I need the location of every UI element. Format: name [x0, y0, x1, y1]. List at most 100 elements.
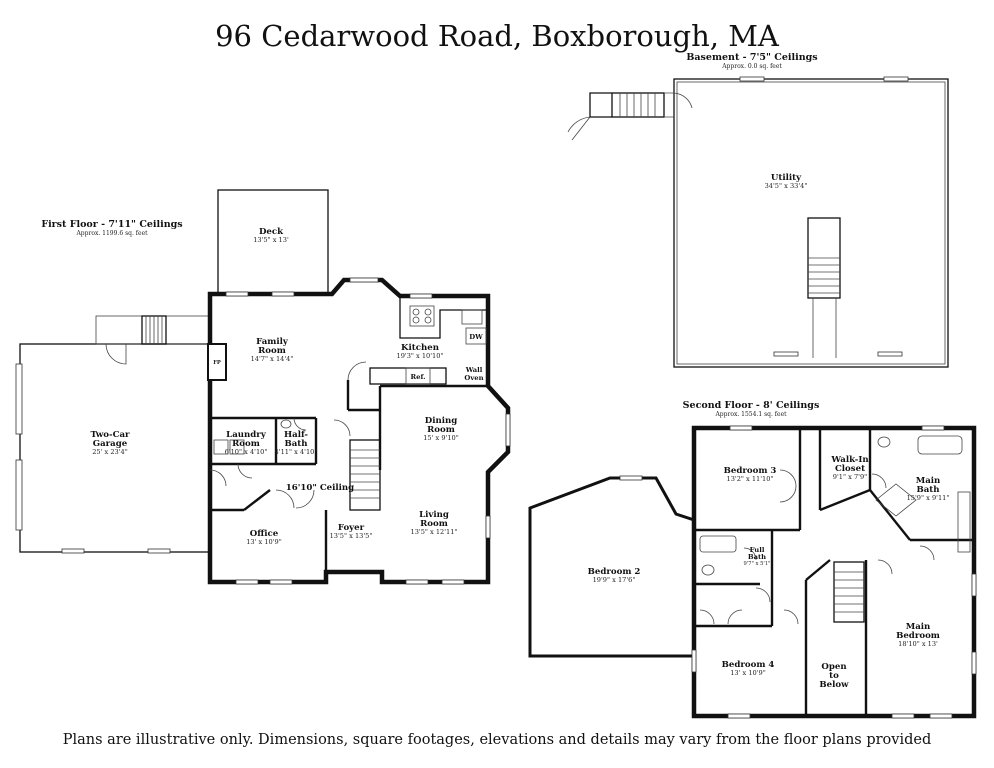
half-bath-dims: 4'11" x 4'10" [275, 448, 318, 456]
cooktop-burners [412, 308, 432, 324]
second-floor-heading: Second Floor - 8' Ceilings [683, 400, 820, 411]
open-to-below-label-line1: Open [821, 662, 847, 672]
dryer [229, 439, 245, 455]
wall-oven-label-line1: Wall [465, 366, 483, 374]
family-room-label-line2: Room [258, 346, 286, 356]
walk-in-closet-label-line2: Closet [835, 464, 865, 474]
main-bedroom-dims: 18'10" x 13' [898, 640, 938, 648]
half-bath-label-line1: Half- [284, 430, 308, 440]
family-room-dims: 14'7" x 14'4" [251, 355, 294, 363]
family-room-label-line1: Family [256, 337, 289, 347]
open-to-below-label-line2: to [829, 671, 839, 681]
laundry-room-label-line1: Laundry [226, 430, 267, 440]
main-bath-dims: 15'9" x 9'11" [907, 494, 950, 502]
main-bath-shower [875, 483, 917, 517]
garage-label-line2: Garage [93, 439, 128, 449]
bedroom-2-label: Bedroom 2 [588, 567, 641, 577]
first-floor-heading: First Floor - 7'11" Ceilings [41, 219, 182, 230]
main-bath-vanity [957, 491, 971, 553]
dining-room-dims: 15' x 9'10" [423, 434, 459, 442]
first-floor-doors [209, 361, 367, 509]
foyer-label: Foyer [338, 523, 365, 533]
laundry-room-label-line2: Room [232, 439, 260, 449]
basement-heading: Basement - 7'5" Ceilings [686, 52, 817, 63]
main-bedroom-label-line2: Bedroom [896, 631, 940, 641]
laundry-room-dims: 6'10" x 4'10" [225, 448, 268, 456]
garage-dims: 25' x 23'4" [92, 448, 128, 456]
foyer-dims: 13'5" x 13'5" [330, 532, 373, 540]
basement-entry-landing [589, 92, 612, 118]
refrigerator-label: Ref. [410, 373, 425, 381]
living-room-dims: 13'5" x 12'11" [411, 528, 458, 536]
basement-windows [739, 76, 909, 357]
dishwasher-label: DW [469, 333, 483, 341]
garage-door-2 [15, 459, 23, 531]
cooktop [409, 305, 435, 327]
main-bath-toilet [877, 436, 891, 448]
garage-windows [61, 548, 171, 554]
kitchen-label: Kitchen [401, 343, 440, 353]
ceiling-height-note: 16'10" Ceiling [286, 483, 354, 493]
garage-label-line1: Two-Car [90, 430, 130, 440]
deck-dims: 13'5" x 13' [253, 236, 289, 244]
full-bath-toilet [701, 564, 715, 576]
basement-plan: Basement - 7'5" Ceilings Approx. 0.0 sq.… [567, 52, 949, 368]
kitchen-dims: 19'3" x 10'10" [397, 352, 444, 360]
half-bath-label-line2: Bath [284, 439, 308, 449]
basement-interior-door [664, 92, 693, 118]
washer [213, 439, 229, 455]
dining-room-label-line2: Room [427, 425, 455, 435]
bedroom-4-dims: 13' x 10'9" [730, 669, 766, 677]
page-title: 96 Cedarwood Road, Boxborough, MA [215, 19, 780, 53]
first-floor-stair-treads [350, 449, 380, 499]
walk-in-closet-dims: 9'1" x 7'9" [833, 473, 867, 481]
garage-side-door [105, 343, 127, 365]
second-floor-exterior-walls [691, 425, 977, 719]
basement-entry-door [567, 116, 591, 141]
kitchen-island [369, 367, 447, 385]
bedroom-3-label: Bedroom 3 [724, 466, 777, 476]
utility-inner-wall [676, 81, 946, 365]
kitchen-sink [461, 309, 483, 325]
main-bedroom-label-line1: Main [906, 622, 931, 632]
office-dims: 13' x 10'9" [246, 538, 282, 546]
bedroom-4-label: Bedroom 4 [722, 660, 775, 670]
basement-area: Approx. 0.0 sq. feet [721, 63, 782, 70]
dining-room-label-line1: Dining [425, 416, 458, 426]
half-bath-toilet [280, 419, 292, 429]
full-bath-label-line2: Bath [748, 553, 766, 561]
first-floor-stair [349, 439, 381, 511]
full-bath-label-line1: Full [750, 546, 765, 554]
basement-center-stair-treads [808, 257, 840, 358]
refrigerator [405, 367, 431, 385]
utility-dims: 34'5" x 33'4" [765, 182, 808, 190]
second-floor-area: Approx. 1554.1 sq. feet [714, 411, 787, 418]
full-bath-tub [699, 535, 737, 553]
living-room-label-line2: Room [420, 519, 448, 529]
full-bath-dims: 9'7" x 5'1" [743, 561, 770, 567]
second-floor-interior-walls [694, 430, 974, 716]
second-floor-stair-treads [834, 571, 864, 613]
bedroom-2-walls [528, 476, 696, 658]
garage-stair-landing [95, 315, 211, 345]
kitchen-counter [399, 296, 488, 339]
fireplace-label: FP [213, 360, 221, 366]
wall-oven-label-line2: Oven [464, 374, 483, 382]
second-floor-plan: Second Floor - 8' Ceilings Approx. 1554.… [528, 400, 977, 719]
second-floor-doors [699, 469, 935, 625]
utility-label: Utility [771, 173, 802, 183]
bedroom-3-dims: 13'2" x 11'10" [727, 475, 774, 483]
first-floor-plan: First Floor - 7'11" Ceilings Approx. 119… [15, 189, 511, 585]
garage-door-1 [15, 363, 23, 435]
basement-entry-stair-treads [619, 93, 656, 117]
fireplace [207, 343, 227, 381]
disclaimer-text: Plans are illustrative only. Dimensions,… [63, 732, 932, 748]
basement-entry-stair [611, 92, 665, 118]
second-floor-windows [691, 425, 977, 719]
open-to-below-label-line3: Below [819, 680, 849, 690]
walk-in-closet-label-line1: Walk-In [830, 455, 869, 465]
office-label: Office [250, 529, 279, 539]
bedroom-2-dims: 19'9" x 17'6" [593, 576, 636, 584]
deck-label: Deck [259, 227, 284, 237]
